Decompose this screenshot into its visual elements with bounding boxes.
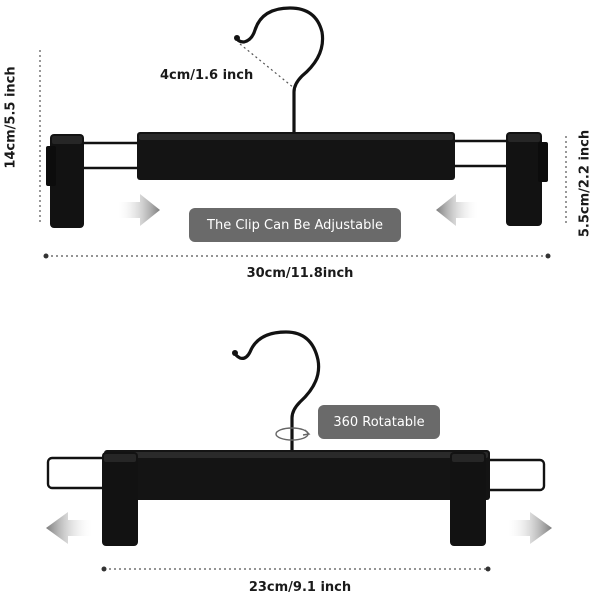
top-right-clip [506, 132, 548, 226]
top-left-clip [46, 134, 84, 228]
bottom-hanger [46, 330, 552, 572]
bottom-bar [104, 450, 490, 500]
bottom-arrow-right [508, 512, 552, 544]
rotate-icon [275, 427, 311, 441]
top-bar [137, 132, 455, 180]
bottom-arrow-left [46, 512, 92, 544]
adjust-arrow-right [118, 194, 160, 226]
rotatable-callout: 360 Rotatable [318, 405, 440, 439]
bottom-width-label: 23cm/9.1 inch [248, 580, 352, 595]
top-hanger [39, 6, 567, 259]
adjust-arrow-left [436, 194, 478, 226]
bottom-hook [232, 330, 321, 454]
adjustable-callout: The Clip Can Be Adjustable [189, 208, 401, 242]
top-hook [234, 6, 325, 134]
hook-opening-measure [239, 43, 295, 89]
hook-opening-label: 4cm/1.6 inch [160, 68, 254, 83]
bottom-right-clip [450, 452, 486, 546]
top-rails [80, 139, 512, 170]
clip-height-label: 5.5cm/2.2 inch [577, 129, 593, 238]
top-width-label: 30cm/11.8inch [246, 266, 354, 281]
height-label: 14cm/5.5 inch [3, 66, 19, 169]
bottom-left-clip [102, 452, 138, 546]
